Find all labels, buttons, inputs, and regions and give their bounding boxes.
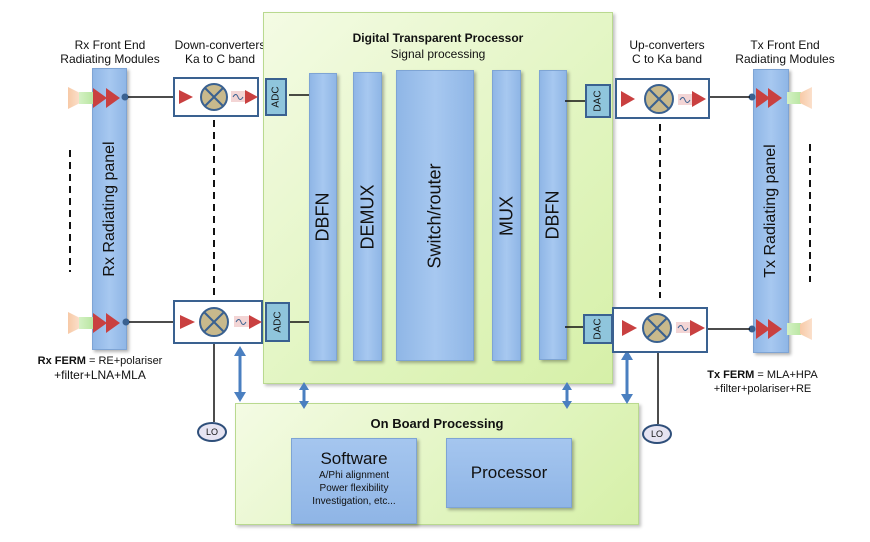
tx-front-end-label: Tx Front End Radiating Modules (715, 38, 855, 66)
dac-label: DAC (592, 90, 604, 112)
processor-label: Processor (470, 463, 548, 482)
tx-front-end-line1: Tx Front End (750, 38, 820, 52)
processor-block: Processor (446, 438, 572, 508)
tx-ferm-bold: Tx FERM (707, 369, 755, 381)
rx-ferm-line2: +filter+LNA+MLA (54, 368, 146, 382)
dac-block-top: DAC (585, 84, 611, 118)
tx-front-end-line2: Radiating Modules (735, 52, 835, 66)
mux-block: MUX (492, 70, 521, 361)
dtp-subtitle: Signal processing (390, 47, 486, 61)
down-converters-line1: Down-converters (174, 38, 266, 52)
bidirectional-arrow-icon (234, 346, 633, 409)
rx-front-end-line2: Radiating Modules (60, 52, 160, 66)
adc-label: ADC (272, 311, 283, 333)
down-converters-label: Down-converters Ka to C band (160, 38, 280, 66)
tx-radiating-panel: Tx Radiating panel (753, 69, 789, 353)
adc-label: ADC (270, 86, 282, 108)
obp-title: On Board Processing (370, 416, 504, 431)
down-converters-line2: Ka to C band (184, 52, 256, 66)
rx-horn-icon-bottom (68, 312, 130, 334)
adc-block-bottom: ADC (265, 302, 290, 342)
software-block: Software A/Phi alignment Power flexibili… (291, 438, 417, 524)
rx-ferm-rest: = RE+polariser (85, 355, 163, 367)
tx-horn-icon-top (748, 87, 812, 109)
lo-rx: LO (197, 422, 227, 442)
software-line-3: Investigation, etc... (312, 496, 396, 507)
lo-tx: LO (642, 424, 672, 444)
rx-ferm-label: Rx FERM = RE+polariser +filter+LNA+MLA (30, 354, 170, 382)
rx-horn-icon-top (68, 87, 129, 109)
tx-ferm-label: Tx FERM = MLA+HPA +filter+polariser+RE (700, 368, 825, 396)
demux-block: DEMUX (353, 72, 382, 361)
dac-block-bottom: DAC (583, 314, 613, 344)
tx-ferm-rest: = MLA+HPA (754, 369, 818, 381)
adc-block-top: ADC (265, 78, 287, 116)
rx-front-end-line1: Rx Front End (74, 38, 146, 52)
rx-front-end-label: Rx Front End Radiating Modules (40, 38, 180, 66)
dbfn-rx-block: DBFN (309, 73, 337, 361)
dbfn-tx-block: DBFN (539, 70, 567, 360)
up-converters-line2: C to Ka band (631, 52, 703, 66)
mixer-icon (179, 83, 706, 343)
software-title: Software (320, 449, 388, 468)
tx-horn-icon-bottom (748, 318, 812, 340)
dac-label: DAC (592, 318, 604, 340)
up-converters-label: Up-converters C to Ka band (612, 38, 722, 66)
software-line-1: A/Phi alignment (318, 470, 390, 481)
software-line-2: Power flexibility (319, 483, 389, 494)
tx-ferm-line2: +filter+polariser+RE (713, 383, 812, 395)
rx-ferm-bold: Rx FERM (37, 355, 86, 367)
dtp-title: Digital Transparent Processor (352, 31, 524, 45)
up-converters-line1: Up-converters (629, 38, 705, 52)
switch-router-block: Switch/router (396, 70, 474, 361)
rx-radiating-panel: Rx Radiating panel (92, 68, 127, 350)
